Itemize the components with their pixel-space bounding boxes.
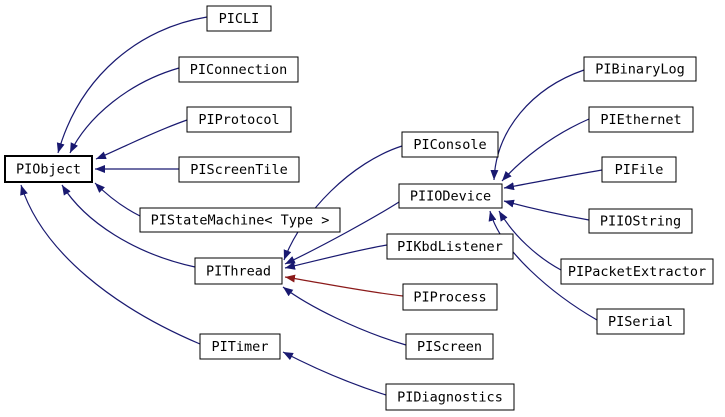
- node-piprotocol-label: PIProtocol: [198, 112, 279, 128]
- node-piprocess-label: PIProcess: [413, 290, 486, 306]
- node-piscreentile-label: PIScreenTile: [190, 162, 288, 178]
- node-piprocess-box: [402, 283, 498, 311]
- node-pitimer-label: PITimer: [212, 339, 269, 355]
- edge-piserial-to-piiodevice: [488, 210, 598, 321]
- edge-layer: [20, 16, 603, 396]
- node-pifile[interactable]: PIFile: [601, 156, 677, 183]
- edge-pikbdlistener-to-pithread: [284, 244, 388, 270]
- node-piconsole[interactable]: PIConsole: [401, 131, 499, 158]
- node-piiostring-box: [588, 208, 693, 234]
- node-pikbdlistener[interactable]: PIKbdListener: [386, 233, 514, 260]
- edge-piprotocol-to-piobject: [95, 119, 188, 160]
- node-piiodevice-box: [398, 183, 503, 209]
- node-pistatemachine-box: [139, 207, 341, 233]
- node-piiodevice[interactable]: PIIODevice: [398, 183, 503, 209]
- node-pikbdlistener-box: [386, 233, 514, 260]
- node-piprotocol[interactable]: PIProtocol: [186, 106, 292, 133]
- node-piconnection[interactable]: PIConnection: [178, 56, 299, 83]
- node-picli-box: [206, 5, 272, 32]
- node-pithread-box: [194, 257, 283, 285]
- edge-piethernet-to-piiodevice: [501, 118, 590, 182]
- node-pithread-label: PIThread: [206, 264, 271, 280]
- node-pidiagnostics-box: [385, 383, 515, 411]
- node-pitimer[interactable]: PITimer: [199, 333, 281, 360]
- node-piscreen[interactable]: PIScreen: [405, 333, 494, 360]
- node-piobject-label: PIObject: [16, 162, 81, 178]
- node-piscreen-box: [405, 333, 494, 360]
- edge-pidiagnostics-to-pitimer: [282, 351, 387, 396]
- edge-pibinarylog-to-piiodevice: [490, 69, 585, 181]
- node-pibinarylog-box: [583, 56, 697, 82]
- edge-piconsole-to-pithread: [283, 145, 403, 261]
- node-piscreentile-box: [178, 156, 300, 183]
- node-piiostring-label: PIIOString: [600, 214, 681, 230]
- node-piserial-label: PISerial: [608, 314, 673, 330]
- edge-pitimer-to-piobject: [20, 184, 201, 345]
- node-pipacketextractor[interactable]: PIPacketExtractor: [560, 258, 714, 285]
- edge-pifile-to-piiodevice: [503, 169, 603, 191]
- edge-pipacketextractor-to-piiodevice: [498, 210, 562, 271]
- node-pifile-label: PIFile: [615, 162, 664, 178]
- node-picli-label: PICLI: [219, 11, 260, 27]
- node-piserial-box: [596, 308, 685, 335]
- node-pipacketextractor-box: [560, 258, 714, 285]
- node-pidiagnostics[interactable]: PIDiagnostics: [385, 383, 515, 411]
- edge-pistatemachine-to-piobject: [94, 182, 141, 217]
- node-piconnection-label: PIConnection: [190, 62, 288, 78]
- node-piconsole-box: [401, 131, 499, 158]
- edge-piconnection-to-piobject: [69, 67, 180, 154]
- edge-pithread-to-piobject: [61, 184, 196, 268]
- node-pikbdlistener-label: PIKbdListener: [397, 239, 503, 255]
- node-pithread[interactable]: PIThread: [194, 257, 283, 285]
- node-pitimer-box: [199, 333, 281, 360]
- node-piiostring[interactable]: PIIOString: [588, 208, 693, 234]
- edge-piiostring-to-piiodevice: [503, 199, 590, 221]
- node-pifile-box: [601, 156, 677, 183]
- node-pistatemachine-label: PIStateMachine< Type >: [151, 213, 330, 229]
- node-piethernet[interactable]: PIEthernet: [588, 106, 694, 133]
- node-pistatemachine[interactable]: PIStateMachine< Type >: [139, 207, 341, 233]
- node-piserial[interactable]: PISerial: [596, 308, 685, 335]
- edge-piscreen-to-pithread: [282, 286, 407, 346]
- node-pidiagnostics-label: PIDiagnostics: [397, 390, 503, 406]
- node-pibinarylog-label: PIBinaryLog: [595, 62, 684, 78]
- edge-piprocess-to-pithread: [284, 274, 404, 297]
- node-piscreen-label: PIScreen: [417, 339, 482, 355]
- node-piprotocol-box: [186, 106, 292, 133]
- edge-piiodevice-to-pithread: [284, 201, 400, 265]
- node-piconnection-box: [178, 56, 299, 83]
- node-piethernet-label: PIEthernet: [600, 112, 681, 128]
- node-piscreentile[interactable]: PIScreenTile: [178, 156, 300, 183]
- node-piiodevice-label: PIIODevice: [410, 189, 491, 205]
- node-layer: PIObject PICLI PIConnection PIProtocol P…: [4, 5, 714, 411]
- node-picli[interactable]: PICLI: [206, 5, 272, 32]
- node-piethernet-box: [588, 106, 694, 133]
- node-piobject[interactable]: PIObject: [4, 155, 93, 183]
- node-piobject-box: [4, 155, 93, 183]
- node-piprocess[interactable]: PIProcess: [402, 283, 498, 311]
- node-piconsole-label: PIConsole: [413, 137, 486, 153]
- node-pipacketextractor-label: PIPacketExtractor: [568, 264, 706, 280]
- node-pibinarylog[interactable]: PIBinaryLog: [583, 56, 697, 82]
- edge-picli-to-piobject: [56, 16, 208, 154]
